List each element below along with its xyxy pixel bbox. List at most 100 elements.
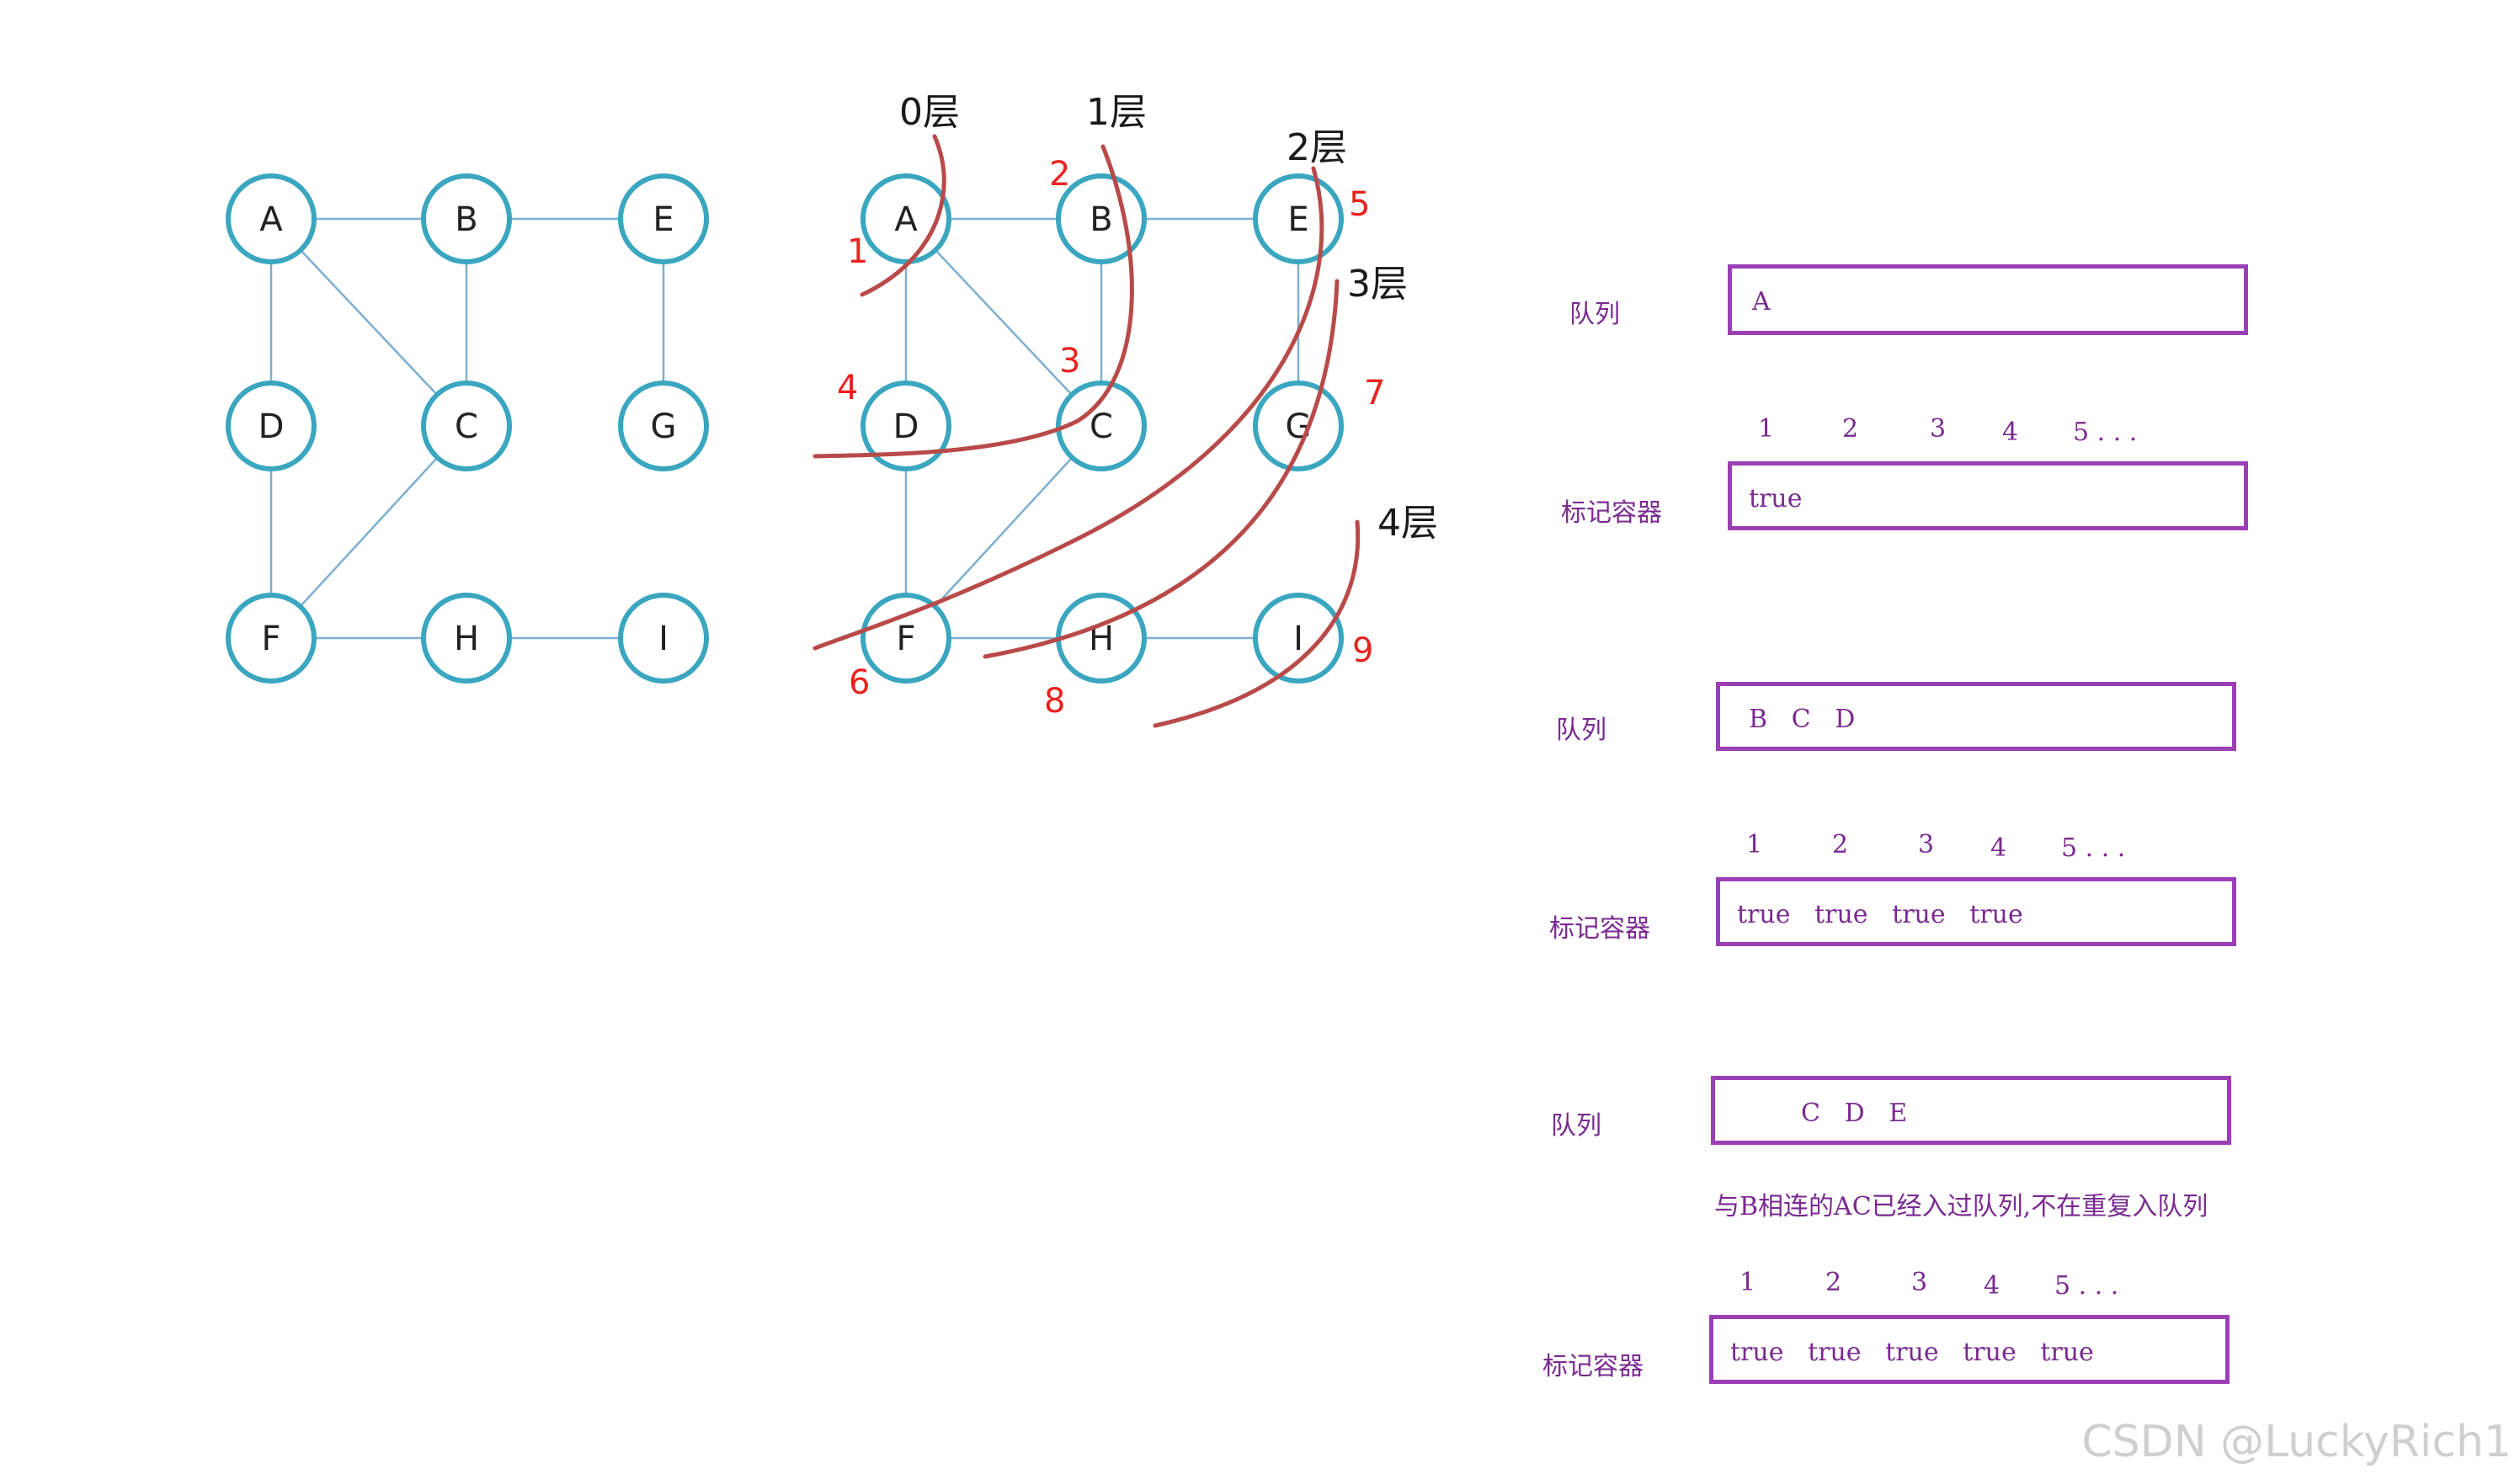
mark-index: 1 xyxy=(1739,1268,1756,1297)
queue-box-2: B C D xyxy=(1716,682,2236,751)
visit-order-number: 4 xyxy=(837,369,858,407)
node-C: C xyxy=(421,380,512,471)
node-circle xyxy=(618,173,709,264)
node-circle xyxy=(618,380,709,471)
node-label: B xyxy=(1090,200,1112,239)
node-circle xyxy=(1056,173,1147,264)
node-G: G xyxy=(1253,380,1344,471)
node-label: E xyxy=(653,200,674,239)
queue-items-2: B C D xyxy=(1749,705,1856,734)
mark-index: 3 xyxy=(1930,414,1947,444)
node-label: A xyxy=(894,200,918,239)
node-B: B xyxy=(421,173,512,264)
node-I: I xyxy=(1253,593,1344,684)
node-D: D xyxy=(860,380,951,471)
mark-index: 5 . . . xyxy=(2054,1271,2119,1301)
marks-values-2: true true true true xyxy=(1737,900,2023,929)
node-D: D xyxy=(226,380,317,471)
queue-label-1: 队列 xyxy=(1569,300,1620,329)
queue-items-1: A xyxy=(1752,287,1771,317)
marks-label-3: 标记容器 xyxy=(1542,1352,1644,1381)
mark-index: 3 xyxy=(1918,830,1935,859)
node-label: B xyxy=(455,200,477,239)
node-F: F xyxy=(860,593,951,684)
graph-plain: A B E D C G F H I xyxy=(226,173,709,684)
visit-order-number: 6 xyxy=(849,663,870,702)
node-circle xyxy=(860,380,951,471)
mark-index: 4 xyxy=(1984,1271,2001,1301)
mark-index: 4 xyxy=(1990,833,2007,863)
node-circle xyxy=(1056,380,1147,471)
layer-label: 2层 xyxy=(1287,126,1347,169)
node-label: F xyxy=(896,620,915,658)
node-E: E xyxy=(618,173,709,264)
node-label: E xyxy=(1287,200,1308,239)
node-C: C xyxy=(1056,380,1147,471)
node-circle xyxy=(421,380,512,471)
mark-index: 4 xyxy=(2002,418,2019,447)
layer-label: 0层 xyxy=(899,91,960,134)
mark-index: 2 xyxy=(1842,414,1859,444)
marks-values-3: true true true true true xyxy=(1730,1338,2094,1367)
queue-box-1: A xyxy=(1728,264,2248,335)
node-label: H xyxy=(454,620,479,658)
visit-order-number: 2 xyxy=(1049,155,1070,194)
node-label: C xyxy=(455,407,478,446)
visit-order-number: 7 xyxy=(1364,374,1385,412)
edge-A-C xyxy=(905,218,1102,427)
node-G: G xyxy=(618,380,709,471)
marks-box-3: true true true true true xyxy=(1709,1315,2230,1384)
marks-box-1: true xyxy=(1728,461,2248,530)
edge-C-F xyxy=(270,425,467,639)
mark-index: 5 . . . xyxy=(2073,418,2138,447)
node-circle xyxy=(226,380,317,471)
node-circle xyxy=(226,593,317,684)
layer-label: 4层 xyxy=(1377,502,1438,545)
queue-label-3: 队列 xyxy=(1551,1111,1601,1141)
mark-index: 5 . . . xyxy=(2061,833,2126,863)
node-A: A xyxy=(226,173,317,264)
node-circle xyxy=(421,593,512,684)
watermark: CSDN @LuckyRich1 xyxy=(2081,1417,2512,1467)
node-label: C xyxy=(1090,407,1113,446)
mark-index: 1 xyxy=(1758,414,1775,444)
node-circle xyxy=(1253,380,1344,471)
node-H: H xyxy=(421,593,512,684)
layer-label: 1层 xyxy=(1086,91,1147,134)
mark-index: 3 xyxy=(1911,1268,1928,1297)
visit-order-number: 8 xyxy=(1044,682,1065,721)
node-label: D xyxy=(893,407,919,446)
node-circle xyxy=(860,593,951,684)
queue-label-2: 队列 xyxy=(1556,716,1606,745)
node-H: H xyxy=(1056,593,1147,684)
node-circle xyxy=(226,173,317,264)
mark-index: 2 xyxy=(1832,830,1849,859)
visit-order-number: 9 xyxy=(1352,631,1373,670)
node-circle xyxy=(1253,593,1344,684)
queue-items-3: C D E xyxy=(1801,1099,1908,1128)
node-label: A xyxy=(259,200,283,239)
layer-label: 3层 xyxy=(1347,263,1408,306)
node-label: G xyxy=(651,407,677,446)
mark-index: 1 xyxy=(1746,830,1763,859)
node-label: I xyxy=(1293,620,1303,658)
marks-values-1: true xyxy=(1749,484,1803,514)
layer-curve-2 xyxy=(812,166,1324,651)
node-label: D xyxy=(258,407,285,446)
queue-box-3: C D E xyxy=(1711,1076,2231,1145)
node-F: F xyxy=(226,593,317,684)
marks-label-1: 标记容器 xyxy=(1561,498,1662,528)
node-label: I xyxy=(658,620,669,658)
edge-A-C xyxy=(270,218,467,427)
queue-note: 与B相连的AC已经入过队列,不在重复入队列 xyxy=(1714,1192,2208,1221)
mark-index: 2 xyxy=(1825,1268,1842,1297)
node-circle xyxy=(421,173,512,264)
layer-curve-1 xyxy=(812,144,1134,459)
node-E: E xyxy=(1253,173,1344,264)
marks-label-2: 标记容器 xyxy=(1549,914,1650,944)
node-B: B xyxy=(1056,173,1147,264)
visit-order-number: 5 xyxy=(1349,185,1370,224)
layer-curve-0 xyxy=(860,134,946,297)
